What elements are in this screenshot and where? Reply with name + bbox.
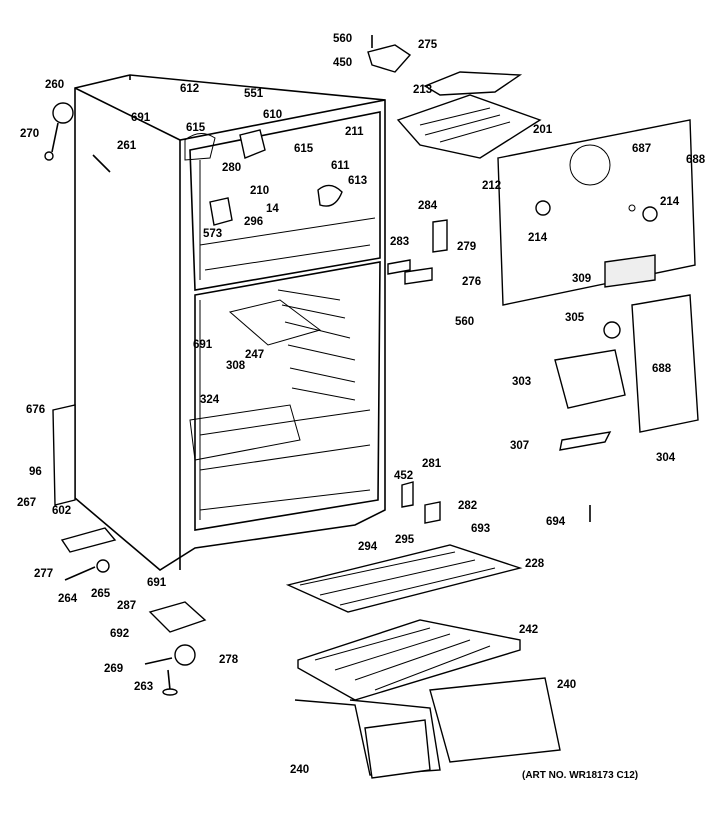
part-label-688: 688 (652, 363, 672, 375)
part-label-305: 305 (565, 312, 585, 324)
part-label-692: 692 (110, 628, 129, 640)
part-label-242: 242 (519, 624, 538, 636)
part-label-551: 551 (244, 88, 264, 100)
part-label-284: 284 (418, 200, 438, 212)
part-label-277: 277 (34, 568, 53, 580)
part-label-278: 278 (219, 654, 239, 666)
part-label-615: 615 (294, 143, 314, 155)
part-label-560: 560 (455, 316, 474, 328)
fresh-food-parts-drawing (285, 294, 699, 779)
part-label-307: 307 (510, 440, 529, 452)
part-label-693: 693 (471, 523, 490, 535)
part-label-267: 267 (17, 497, 36, 509)
part-label-676: 676 (26, 404, 45, 416)
part-label-308: 308 (226, 360, 246, 372)
part-label-694: 694 (546, 516, 566, 528)
part-label-261: 261 (117, 140, 137, 152)
part-label-275: 275 (418, 39, 438, 51)
part-label-14: 14 (266, 203, 279, 215)
part-label-560: 560 (333, 33, 352, 45)
part-label-214: 214 (528, 232, 548, 244)
part-label-269: 269 (104, 663, 123, 675)
part-label-295: 295 (395, 534, 415, 546)
part-label-210: 210 (250, 185, 269, 197)
part-label-450: 450 (333, 57, 352, 69)
part-label-276: 276 (462, 276, 481, 288)
part-label-612: 612 (180, 83, 199, 95)
part-label-294: 294 (358, 541, 378, 553)
part-label-283: 283 (390, 236, 409, 248)
part-label-573: 573 (203, 228, 222, 240)
part-label-610: 610 (263, 109, 282, 121)
part-label-691: 691 (147, 577, 167, 589)
part-label-279: 279 (457, 241, 476, 253)
part-label-96: 96 (29, 466, 42, 478)
part-label-324: 324 (200, 394, 220, 406)
part-label-611: 611 (331, 160, 350, 172)
part-label-281: 281 (422, 458, 442, 470)
part-label-296: 296 (244, 216, 263, 228)
part-label-452: 452 (394, 470, 413, 482)
part-label-211: 211 (345, 126, 364, 138)
part-label-240: 240 (557, 679, 576, 691)
part-label-688: 688 (686, 154, 706, 166)
cabinet-drawing (74, 74, 386, 571)
part-label-287: 287 (117, 600, 136, 612)
part-label-691: 691 (193, 339, 213, 351)
part-label-265: 265 (91, 588, 111, 600)
part-label-687: 687 (632, 143, 651, 155)
part-label-247: 247 (245, 349, 264, 361)
part-label-212: 212 (482, 180, 501, 192)
part-label-304: 304 (656, 452, 676, 464)
freezer-parts-drawing (44, 35, 696, 306)
part-label-263: 263 (134, 681, 153, 693)
part-label-240: 240 (290, 764, 309, 776)
part-label-282: 282 (458, 500, 477, 512)
part-label-280: 280 (222, 162, 241, 174)
part-label-260: 260 (45, 79, 64, 91)
base-parts-drawing (52, 404, 207, 696)
part-label-264: 264 (58, 593, 78, 605)
part-label-228: 228 (525, 558, 545, 570)
part-label-213: 213 (413, 84, 432, 96)
part-label-615: 615 (186, 122, 206, 134)
part-label-270: 270 (20, 128, 39, 140)
part-label-602: 602 (52, 505, 71, 517)
part-label-201: 201 (533, 124, 553, 136)
art-number: (ART NO. WR18173 C12) (522, 770, 638, 781)
part-label-214: 214 (660, 196, 680, 208)
part-label-303: 303 (512, 376, 531, 388)
part-label-613: 613 (348, 175, 367, 187)
part-label-691: 691 (131, 112, 151, 124)
part-label-309: 309 (572, 273, 591, 285)
